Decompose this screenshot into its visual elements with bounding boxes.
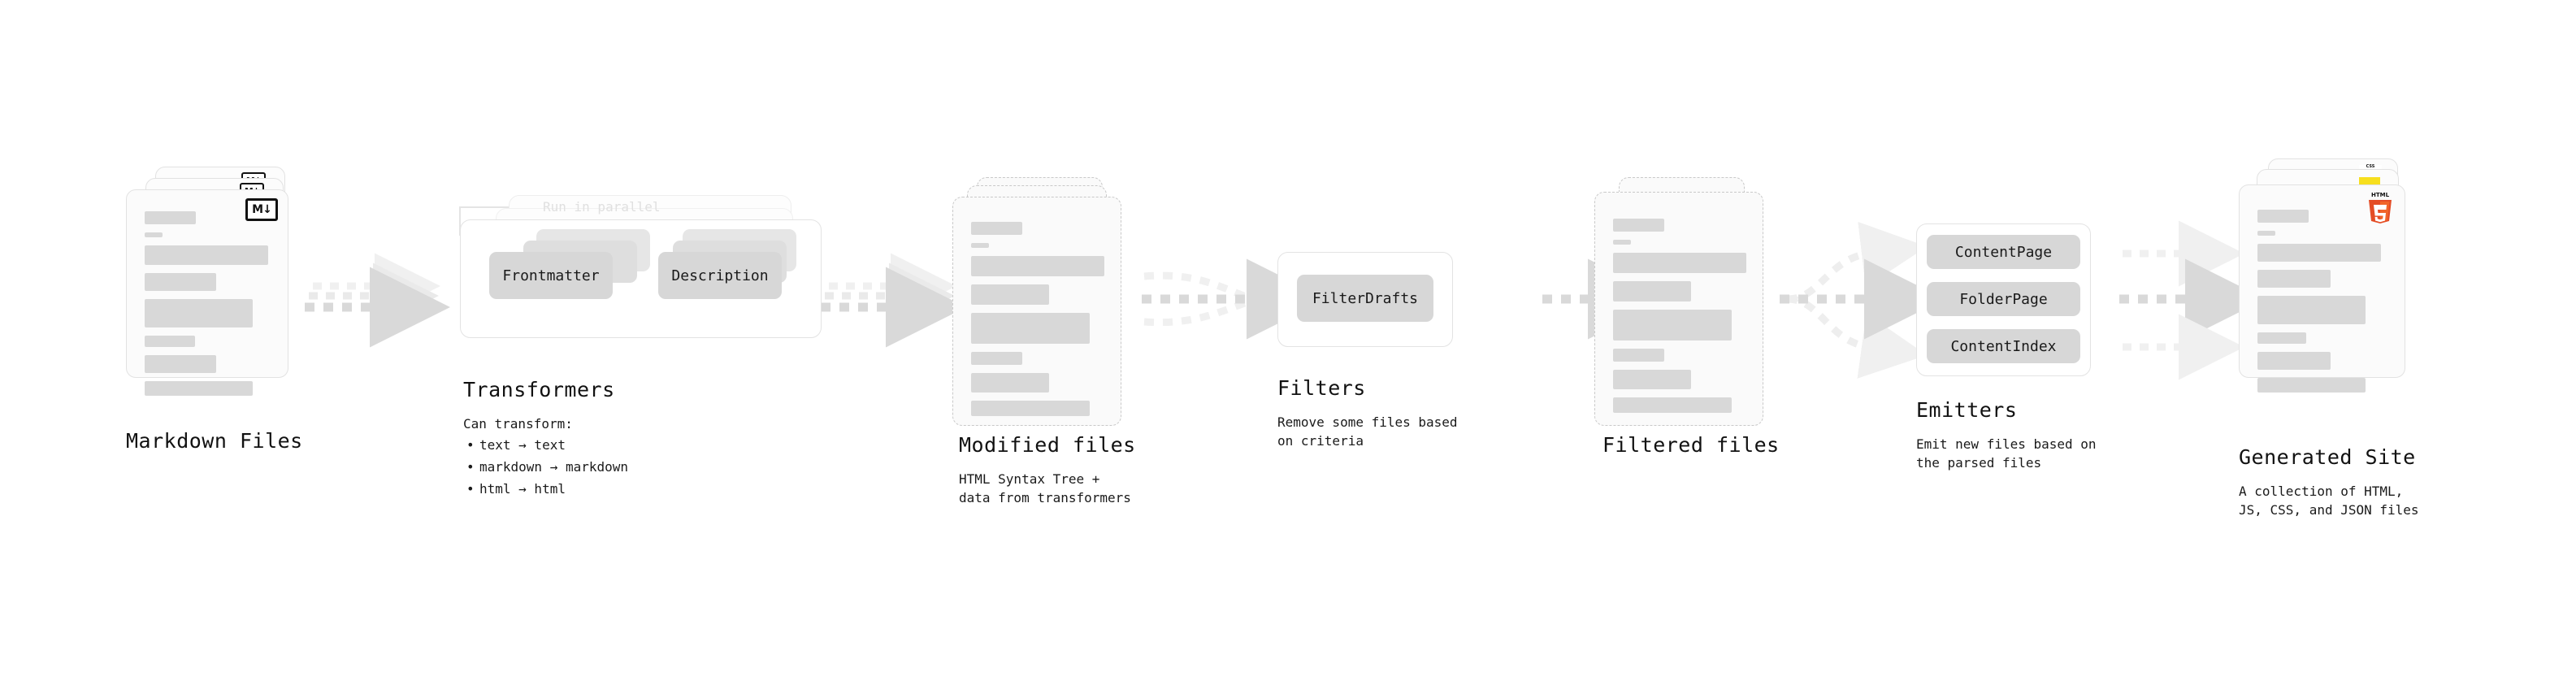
filter-chip-filterdrafts[interactable]: FilterDrafts (1297, 275, 1433, 322)
site-card-front: HTML (2239, 184, 2405, 393)
bullet-item: html → html (466, 479, 628, 498)
stage-filtered-files (1594, 177, 1781, 426)
filtered-file-stack (1594, 177, 1781, 426)
markdown-icon: M↓ (245, 198, 278, 221)
stage-modified-files (952, 177, 1139, 426)
label-markdown-files: Markdown Files (126, 429, 303, 453)
label-generated-site: Generated Site (2239, 445, 2416, 469)
caption-emitters: Emit new files based on the parsed files (1916, 436, 2097, 471)
caption-modified-files: HTML Syntax Tree + data from transformer… (959, 471, 1131, 506)
modified-file-stack (952, 177, 1139, 426)
arrow-emitters-to-site (2119, 220, 2266, 380)
emitter-chip-contentindex[interactable]: ContentIndex (1927, 329, 2080, 363)
markdown-card-front: M↓ (126, 189, 288, 396)
placeholder-bar (971, 373, 1049, 393)
stage-transformers: Frontmatter Description (439, 195, 829, 349)
placeholder-bar (145, 336, 195, 347)
transformer-chip-frontmatter[interactable]: Frontmatter (489, 252, 613, 299)
placeholder-bar (971, 256, 1104, 276)
label-filters: Filters (1277, 376, 1366, 400)
stage-emitters: ContentPage FolderPage ContentIndex (1916, 223, 2119, 382)
arrow-transformers-to-modified (821, 253, 966, 348)
placeholder-bar (145, 273, 216, 291)
placeholder-bar (971, 401, 1090, 416)
site-card-body (2240, 185, 2405, 393)
modified-card-body (953, 197, 1121, 425)
placeholder-bar (2257, 231, 2275, 236)
placeholder-bar (971, 352, 1022, 365)
placeholder-bar (971, 222, 1022, 235)
caption-filters: Remove some files based on criteria (1277, 414, 1458, 449)
placeholder-bar (145, 245, 268, 265)
markdown-badge-label-front: M↓ (245, 198, 278, 221)
transformer-chip-description[interactable]: Description (658, 252, 782, 299)
placeholder-bar (2257, 378, 2366, 393)
modified-card-front (952, 197, 1121, 426)
placeholder-bar (2257, 332, 2306, 344)
label-transformers: Transformers (463, 378, 615, 401)
label-emitters: Emitters (1916, 398, 2018, 422)
placeholder-bar (971, 313, 1090, 344)
caption-transformers: Can transform: (463, 416, 573, 432)
emitter-chip-contentpage[interactable]: ContentPage (1927, 235, 2080, 269)
placeholder-bar (1613, 397, 1732, 413)
bullet-item: text → text (466, 436, 628, 454)
bullet-item: markdown → markdown (466, 458, 628, 476)
caption-generated-site: A collection of HTML, JS, CSS, and JSON … (2239, 484, 2419, 518)
emitter-chip-folderpage[interactable]: FolderPage (1927, 282, 2080, 316)
html5-icon-shape: HTML (2369, 192, 2392, 223)
label-filtered-files: Filtered files (1602, 433, 1780, 457)
placeholder-bar (2257, 244, 2381, 262)
css-icon-label: CSS (2366, 164, 2375, 169)
placeholder-bar (1613, 281, 1691, 301)
placeholder-bar (1613, 310, 1732, 340)
stage-filters: FilterDrafts (1277, 252, 1456, 349)
placeholder-bar (1613, 253, 1746, 273)
label-modified-files: Modified files (959, 433, 1136, 457)
placeholder-bar (145, 299, 253, 327)
filtered-card-body (1595, 193, 1763, 425)
html5-icon-wordmark: HTML (2371, 192, 2390, 198)
placeholder-bar (145, 232, 163, 237)
generated-site-stack: CSS (2239, 158, 2450, 410)
arrow-filtered-to-emitters (1780, 221, 1945, 379)
html5-icon: HTML (2366, 190, 2395, 228)
placeholder-bar (971, 284, 1049, 305)
markdown-file-stack: M↓ M↓ M↓ (126, 167, 313, 410)
placeholder-bar (145, 211, 196, 224)
placeholder-bar (1613, 370, 1691, 389)
stage-markdown-files: M↓ M↓ M↓ (126, 167, 313, 410)
placeholder-bar (1613, 349, 1664, 362)
placeholder-bar (145, 381, 253, 396)
stage-generated-site: CSS (2239, 158, 2450, 410)
placeholder-bar (2257, 352, 2331, 370)
placeholder-bar (145, 355, 216, 373)
filtered-card-front (1594, 192, 1763, 426)
arrow-modified-to-filters (1142, 258, 1327, 340)
placeholder-bar (1613, 240, 1631, 245)
placeholder-bar (1613, 219, 1664, 232)
markdown-card-body (127, 190, 288, 396)
annotation-run-in-parallel: Run in parallel (543, 199, 661, 215)
arrow-markdown-to-transformers (305, 253, 450, 348)
placeholder-bar (2257, 210, 2309, 223)
placeholder-bar (2257, 296, 2366, 324)
placeholder-bar (971, 243, 989, 248)
placeholder-bar (2257, 270, 2331, 288)
transformers-bullet-list: text → text markdown → markdown html → h… (463, 432, 628, 502)
